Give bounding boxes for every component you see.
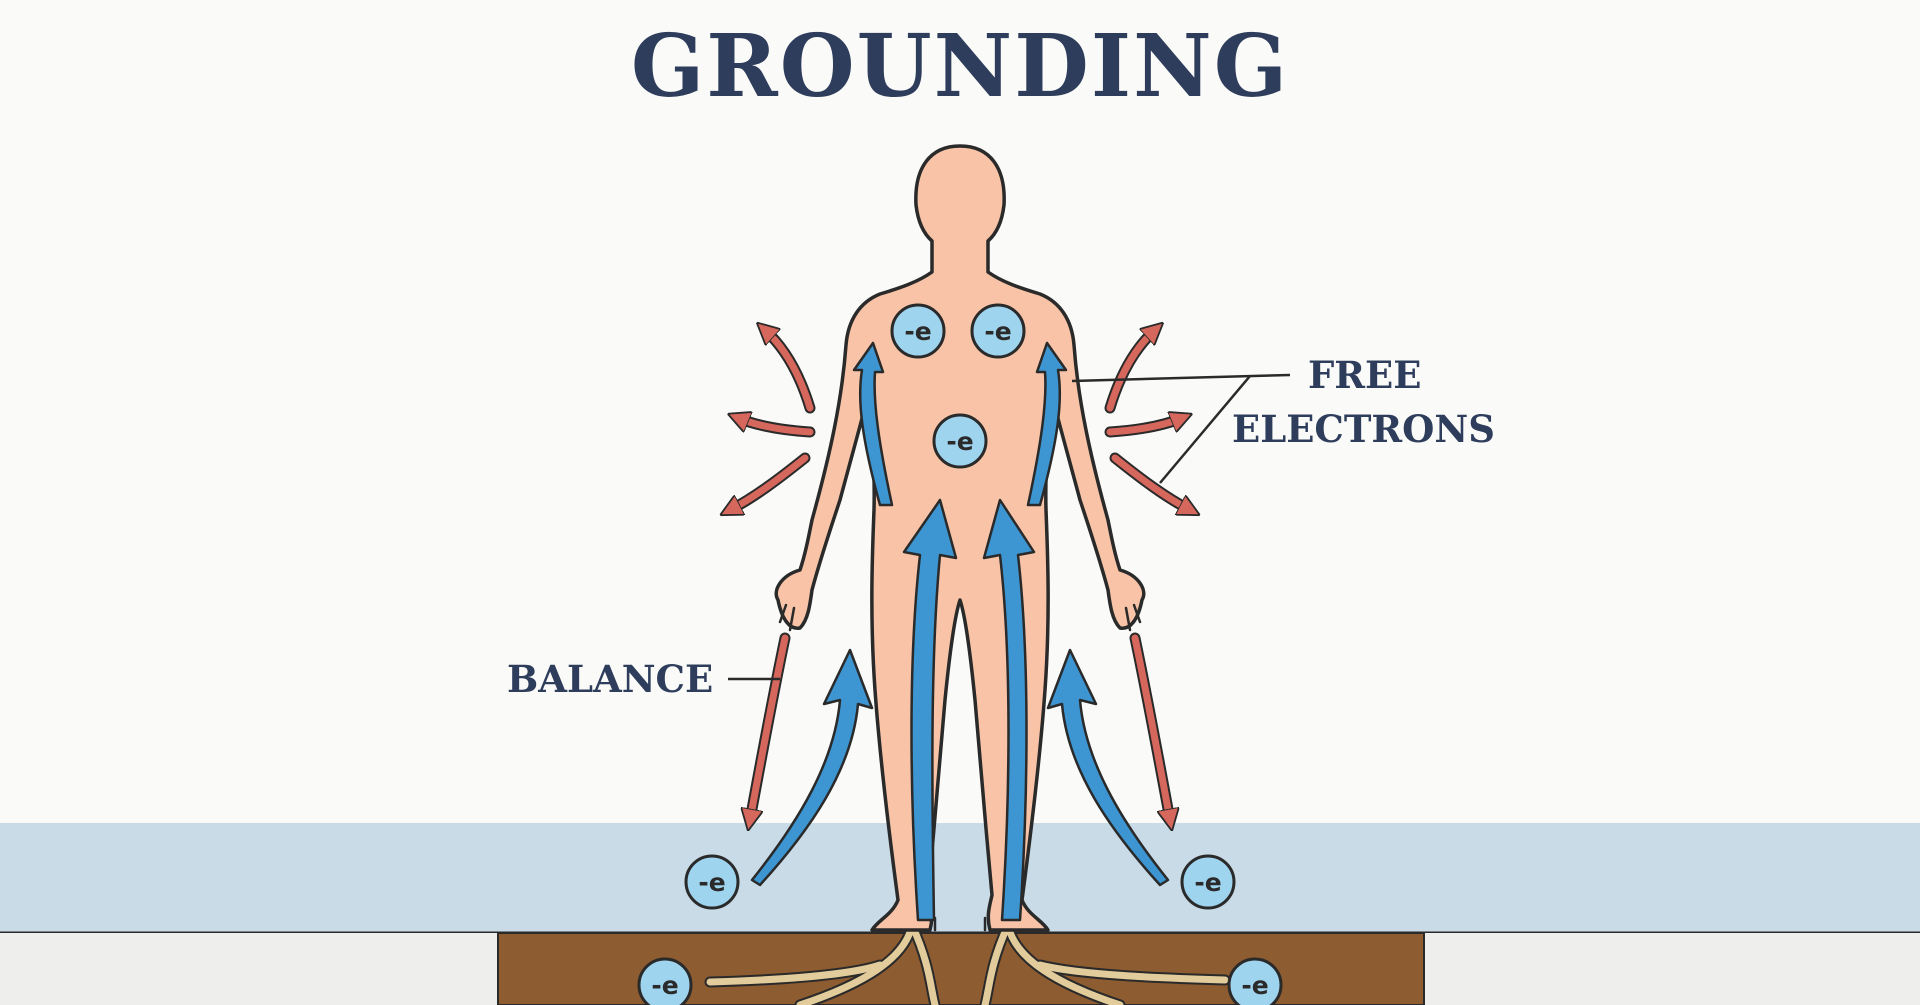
electron-label: -e — [1241, 971, 1268, 1000]
free-electrons-label-line2: ELECTRONS — [1232, 407, 1495, 451]
electron-label: -e — [984, 317, 1011, 346]
electrons: -e -e -e -e -e -e -e — [637, 303, 1283, 1005]
electron-label: -e — [651, 971, 678, 1000]
electron-icon: -e — [970, 303, 1026, 359]
root-icon-fill — [706, 921, 1229, 1005]
arrow-icon — [982, 498, 1036, 922]
balance-label: BALANCE — [507, 657, 713, 701]
arrow-icon — [852, 341, 894, 507]
electron-label: -e — [904, 317, 931, 346]
soil-block — [497, 932, 1425, 1005]
ground-band — [0, 823, 1920, 933]
arrow-icon — [1046, 648, 1170, 887]
electron-icon: -e — [932, 413, 988, 469]
electron-label: -e — [698, 868, 725, 897]
electron-icon: -e — [1180, 854, 1236, 910]
diagram-title: GROUNDING — [631, 16, 1289, 117]
free-electrons-label-line1: FREE — [1308, 353, 1421, 397]
arrow-icon — [1026, 341, 1068, 507]
red-arrows-fill — [730, 330, 1190, 820]
arrow-icon — [1106, 330, 1155, 412]
electron-icon: -e — [637, 957, 693, 1005]
electron-label: -e — [1194, 868, 1221, 897]
blue-arrows — [750, 341, 1170, 922]
human-body-icon — [774, 144, 1146, 932]
arrow-icon — [1106, 418, 1182, 436]
arrow-icon — [1131, 634, 1170, 820]
arrow-icon — [750, 648, 874, 887]
electron-icon: -e — [890, 303, 946, 359]
leader-lines — [728, 373, 1291, 681]
electron-icon: -e — [1227, 957, 1283, 1005]
arrow-icon — [1111, 454, 1190, 510]
electron-icon: -e — [684, 854, 740, 910]
arrow-icon — [730, 454, 809, 510]
arrow-icon — [750, 634, 789, 820]
arrow-icon — [902, 498, 958, 922]
electron-label: -e — [946, 427, 973, 456]
arrow-icon — [765, 330, 814, 412]
arrow-icon — [738, 418, 814, 436]
